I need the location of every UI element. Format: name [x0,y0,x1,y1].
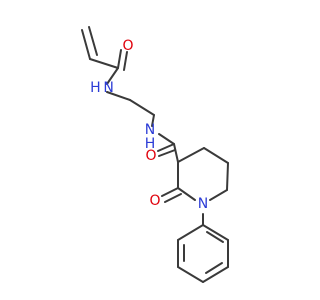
bond-amide-to-ring [173,143,179,163]
bond-ethylene-to-nh [151,114,155,127]
bond-vinyl-terminal [81,29,91,60]
bond-acryl-co-1 [117,49,122,69]
atom-n-ring: N [198,196,208,212]
atom-labels: O H N N H O O N [90,38,208,212]
bond-phenyl-3 [202,266,229,283]
atom-o-amide: O [145,148,156,164]
bond-lactam-co-2 [164,193,182,203]
bond-ring-c5-c6 [226,162,229,191]
bonds [81,26,229,283]
bond-phenyl-1 [202,224,229,241]
bond-ethylene [129,99,155,116]
bond-carbonyl-to-nh [106,67,119,85]
atom-n-amine: H N [90,80,114,96]
bond-amide-co-2 [158,149,176,157]
bond-phenyl-inner-2 [205,262,223,274]
atom-n-amide: N [145,122,155,138]
bond-amide-co-1 [157,143,175,152]
bond-phenyl-inner-1 [206,231,224,243]
bond-nh-to-amide-c [158,133,175,145]
chemical-structure: O H N N H O O N [81,26,229,283]
bond-ring-n-c2 [177,187,196,201]
atom-o-acryl: O [122,38,133,54]
bond-vinyl-to-carbonyl [89,58,119,69]
atom-h-amide: H [145,136,156,152]
bond-ring-c4-c5 [203,147,229,164]
bond-nh-to-ethylene [106,91,131,101]
bond-acryl-co-2 [123,51,128,71]
atom-o-lactam: O [149,193,160,209]
bond-phenyl-4 [177,266,204,283]
bond-phenyl-6 [177,224,204,241]
bond-vinyl-double-inner [88,26,98,56]
bond-lactam-co-1 [161,187,179,197]
bond-ring-c3-c4 [177,147,205,163]
bond-ring-c6-n [209,189,228,201]
